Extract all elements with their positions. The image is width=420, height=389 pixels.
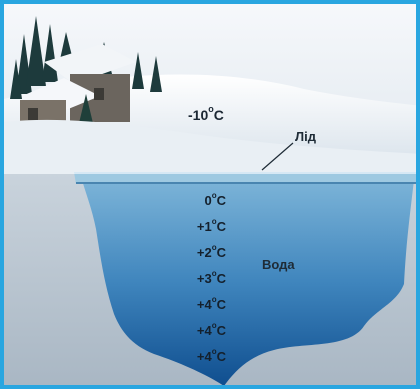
water-temp-3: +3oC — [196, 269, 226, 286]
water-temp-0: 0oC — [204, 191, 226, 208]
water-temp-5: +4oC — [196, 321, 226, 338]
water-label: Вода — [262, 257, 295, 272]
water-temp-4: +4oC — [196, 295, 226, 312]
ice-label: Лід — [295, 129, 316, 144]
water-temp-6: +4oC — [196, 347, 226, 364]
house — [20, 44, 136, 136]
water-temp-1: +1oC — [196, 217, 226, 234]
snow-bank — [4, 119, 416, 184]
ice-pointer — [261, 142, 294, 171]
ice-layer — [74, 172, 416, 184]
air-temperature: -10oC — [188, 104, 224, 123]
lake-scene — [4, 4, 416, 385]
water-temp-2: +2oC — [196, 243, 226, 260]
water-body — [82, 180, 414, 385]
